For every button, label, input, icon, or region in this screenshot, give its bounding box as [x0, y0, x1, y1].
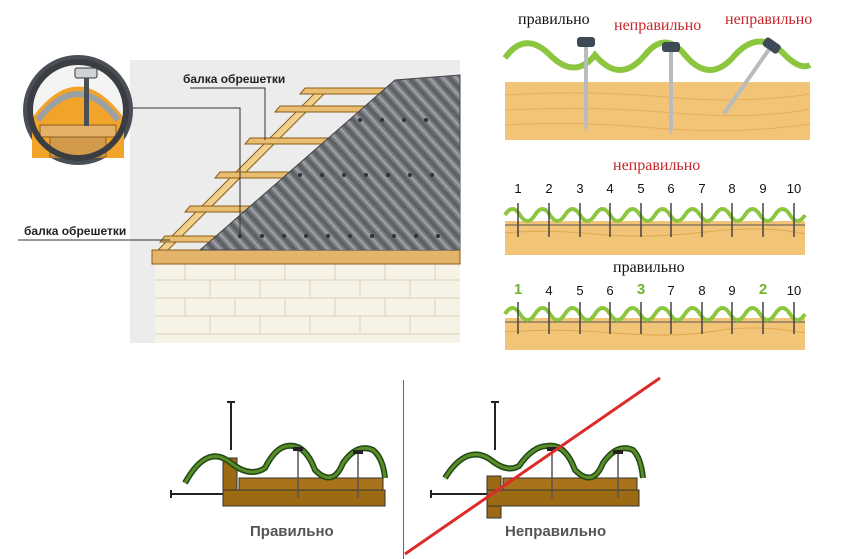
label-correct-angle: правильно [518, 11, 590, 28]
sequence-wrong-title: неправильно [613, 157, 701, 174]
roof-illustration [18, 55, 461, 343]
sequence-wrong-numbers: 1 2 3 4 5 6 7 8 9 10 [505, 181, 805, 199]
seq-right-number: 5 [576, 283, 584, 298]
caption-wrong: Неправильно [505, 523, 607, 540]
seq-wrong-number: 7 [698, 181, 706, 196]
seq-wrong-number: 9 [759, 181, 767, 196]
seq-right-number: 3 [636, 281, 646, 298]
seq-right-number: 10 [786, 283, 802, 298]
seq-wrong-number: 8 [728, 181, 736, 196]
label-batten-top: балка обрешетки [183, 72, 286, 86]
seq-right-number: 9 [728, 283, 736, 298]
sequence-wrong-panel: неправильно 1 2 3 4 5 6 7 8 9 10 [503, 155, 807, 260]
bottom-comparison: Правильно Неправильно [0, 370, 850, 559]
seq-wrong-number: 5 [637, 181, 645, 196]
seq-right-number: 4 [545, 283, 553, 298]
seq-wrong-number: 10 [786, 181, 802, 196]
seq-wrong-number: 3 [576, 181, 584, 196]
seq-wrong-number: 2 [545, 181, 553, 196]
sequence-right-numbers: 1 4 5 6 3 7 8 9 2 10 [505, 281, 805, 301]
seq-right-number: 1 [513, 281, 523, 298]
cross-out-line [404, 376, 661, 556]
seq-wrong-number: 4 [606, 181, 614, 196]
label-wrong-angle-1: неправильно [614, 17, 702, 34]
caption-correct: Правильно [250, 523, 334, 540]
seq-right-number: 8 [698, 283, 706, 298]
sequence-wrong-illustration [503, 203, 807, 255]
sequence-right-title: правильно [613, 259, 685, 276]
seq-wrong-number: 6 [667, 181, 675, 196]
divider-line [403, 380, 404, 559]
sequence-right-illustration [503, 302, 807, 350]
roof-diagram: балка обрешетки балка обрешетки [0, 0, 470, 350]
sequence-right-panel: правильно 1 4 5 6 3 7 8 9 2 10 [503, 258, 807, 350]
label-wrong-angle-2: неправильно [725, 11, 813, 28]
seq-wrong-number: 1 [514, 181, 522, 196]
correct-batten-illustration [170, 401, 388, 507]
wrong-batten-illustration [430, 401, 646, 519]
seq-right-number: 6 [606, 283, 614, 298]
label-batten-left: балка обрешетки [24, 224, 127, 238]
seq-right-number: 7 [667, 283, 675, 298]
nail-angle-panel: правильно неправильно неправильно [500, 0, 850, 140]
seq-right-number: 2 [758, 281, 768, 298]
nail-angle-illustration [502, 37, 812, 140]
